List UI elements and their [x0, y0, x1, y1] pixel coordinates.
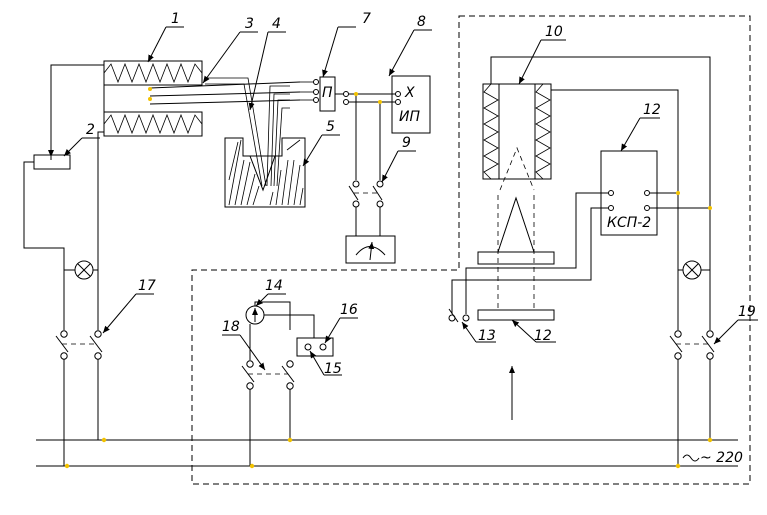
regulator-label: КСП-2: [607, 215, 651, 231]
callout-14: 14: [255, 278, 286, 307]
regulator-lead-2: [451, 207, 608, 314]
callout-12-regulator: 12: [620, 102, 661, 152]
callout-18: 18: [222, 319, 266, 371]
callout-9: 9: [381, 135, 416, 183]
rheostat: [33, 154, 71, 170]
furnace-10: [482, 83, 552, 191]
regulator-lead-1: [465, 192, 608, 314]
instrument-label-x: Х: [404, 85, 415, 101]
switch-18: [241, 360, 295, 466]
callout-1: 1: [147, 11, 184, 63]
svg-text:4: 4: [272, 16, 281, 32]
svg-text:19: 19: [738, 304, 756, 320]
rheostat-lead: [23, 161, 65, 330]
furnace-lead-right: [551, 89, 679, 330]
svg-text:15: 15: [324, 361, 342, 377]
galvanometer: [345, 235, 396, 264]
callout-16: 16: [324, 302, 358, 344]
heater-lead-down: [97, 131, 104, 330]
dashed-enclosure-right: [191, 15, 751, 485]
switch-19: [669, 330, 715, 466]
svg-text:9: 9: [402, 135, 411, 151]
svg-text:13: 13: [478, 328, 496, 344]
tilde-icon: [682, 454, 700, 462]
callout-5: 5: [302, 119, 340, 167]
callout-15: 15: [309, 350, 342, 377]
instrument-box: [391, 75, 431, 134]
callout-10: 10: [518, 24, 566, 85]
thermocouple-bundle: [148, 77, 316, 187]
heater-lead-left: [50, 64, 104, 160]
svg-text:2: 2: [86, 122, 95, 138]
callout-19: 19: [713, 304, 758, 345]
callout-7: 7: [322, 11, 371, 78]
svg-text:14: 14: [265, 278, 283, 294]
svg-text:3: 3: [245, 16, 254, 32]
instrument-label-ip: ИП: [399, 109, 420, 125]
callout-4: 4: [248, 16, 286, 111]
svg-text:16: 16: [340, 302, 358, 318]
callout-17: 17: [102, 278, 156, 334]
mold-block: [224, 137, 306, 208]
furnace-lead-top: [490, 56, 711, 330]
callout-13: 13: [461, 321, 496, 344]
svg-text:7: 7: [362, 11, 371, 27]
switch-13: [448, 308, 470, 323]
timer-15: [296, 337, 334, 357]
svg-text:10: 10: [545, 24, 563, 40]
svg-text:8: 8: [417, 14, 426, 30]
sample-holder: [477, 195, 555, 321]
svg-text:5: 5: [326, 119, 335, 135]
svg-text:12: 12: [534, 328, 552, 344]
heater-coil-1: [103, 60, 203, 137]
svg-text:17: 17: [138, 278, 156, 294]
callout-12-holder: 12: [511, 319, 556, 344]
converter-label: П: [322, 85, 333, 101]
svg-text:18: 18: [222, 319, 240, 335]
switch-17: [55, 330, 103, 466]
svg-text:1: 1: [171, 11, 180, 27]
supply-label: ~ 220: [700, 450, 743, 466]
callout-2: 2: [63, 122, 100, 157]
callout-8: 8: [388, 14, 432, 77]
motor-14: [245, 301, 315, 360]
svg-text:12: 12: [643, 102, 661, 118]
switch-9: [348, 180, 384, 236]
callout-3: 3: [202, 16, 258, 84]
